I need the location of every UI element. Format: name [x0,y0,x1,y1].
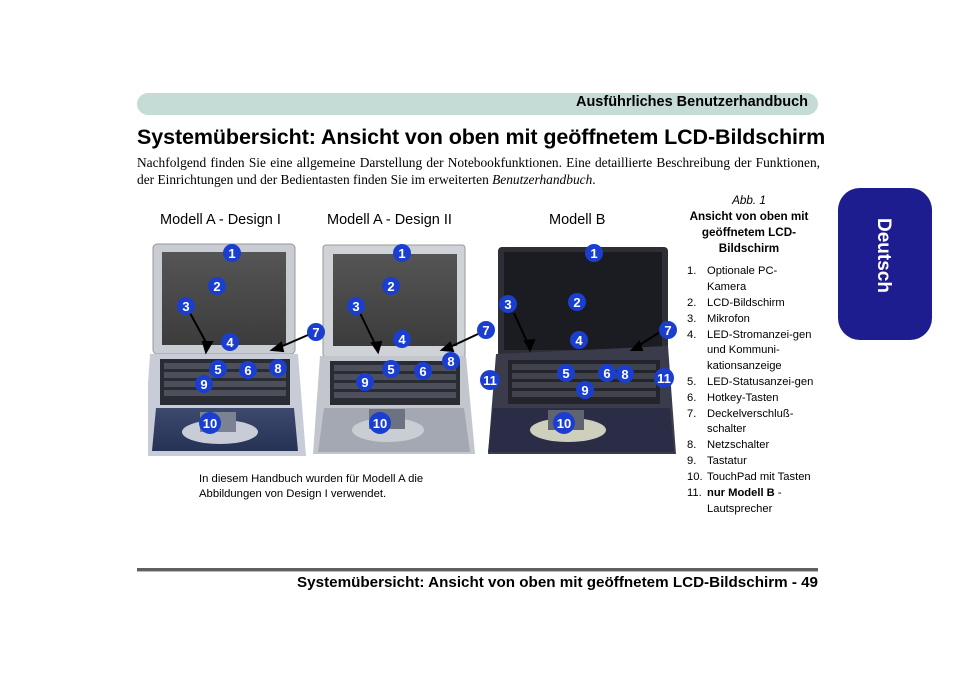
svg-text:4: 4 [575,333,583,348]
legend-text: Mikrofon [707,312,750,325]
laptop-figure: 1 2 3 4 7 5 6 8 9 10 1 2 3 4 7 8 5 6 9 1… [148,243,677,456]
svg-text:1: 1 [590,246,597,261]
svg-text:2: 2 [573,295,580,310]
svg-text:9: 9 [200,377,207,392]
svg-text:3: 3 [352,299,359,314]
legend-num: 5. [687,375,697,388]
legend-text: - Lautsprecher [707,487,782,515]
legend-item: 10. TouchPad mit Tasten [687,470,815,486]
svg-text:7: 7 [482,323,489,338]
svg-text:8: 8 [447,354,454,369]
svg-text:10: 10 [557,416,571,431]
legend-num: 3. [687,312,697,325]
legend-text: Deckelverschluß-schalter [707,407,794,436]
legend-num: 7. [687,407,697,420]
svg-text:6: 6 [244,363,251,378]
page-title: Systemübersicht: Ansicht von oben mit ge… [137,125,826,149]
svg-text:7: 7 [664,323,671,338]
svg-text:4: 4 [398,332,406,347]
legend-num: 9. [687,455,697,467]
legend-item: 2. LCD-Bildschirm [687,296,815,312]
svg-text:5: 5 [214,362,221,377]
legend-item: 4. LED-Stromanzei-gen und Kommuni-kations… [687,328,815,375]
legend-item: 7. Deckelverschluß-schalter [687,407,815,438]
footer-title: Systemübersicht: Ansicht von oben mit ge… [297,574,818,591]
svg-text:8: 8 [621,367,628,382]
svg-text:3: 3 [504,297,511,312]
intro-text: Nachfolgend finden Sie eine allgemeine D… [137,155,820,187]
legend-item: 11. nur Modell B - Lautsprecher [687,486,815,517]
side-tab-label: Deutsch [873,218,894,293]
svg-text:11: 11 [657,371,671,386]
legend-text: Tastatur [707,455,747,467]
svg-text:8: 8 [274,361,281,376]
svg-text:10: 10 [203,416,217,431]
language-side-tab: Deutsch [838,188,932,340]
svg-text:5: 5 [562,366,569,381]
intro-paragraph: Nachfolgend finden Sie eine allgemeine D… [137,154,820,188]
pointer-arrows [189,312,661,355]
legend-list: 1. Optionale PC-Kamera 2. LCD-Bildschirm 3… [687,264,815,518]
legend-num: 2. [687,296,697,309]
legend-num: 8. [687,439,697,451]
model-label-b: Modell B [549,212,606,228]
legend-text: LCD-Bildschirm [707,296,785,309]
svg-text:5: 5 [387,362,394,377]
svg-text:9: 9 [581,383,588,398]
legend-num: 4. [687,328,697,341]
legend-text-bold: nur Modell B [707,487,775,499]
legend-num: 1. [687,265,697,277]
badge-1-a1: 1 [228,246,235,261]
legend-num: 10. [687,471,703,483]
legend-text: Hotkey-Tasten [707,391,779,404]
header-title: Ausführliches Benutzerhandbuch [575,94,808,110]
laptop-model-a-design-1 [148,243,306,456]
svg-text:7: 7 [312,325,319,340]
legend-item: 8. Netzschalter [687,438,815,454]
svg-text:10: 10 [373,416,387,431]
svg-text:11: 11 [483,373,497,388]
svg-text:4: 4 [226,335,234,350]
laptop-model-b [488,247,676,454]
svg-text:6: 6 [419,364,426,379]
footer-rule [137,568,818,571]
legend-text: LED-Statusanzei-gen [707,375,814,388]
svg-text:9: 9 [361,375,368,390]
legend-item: 3. Mikrofon [687,312,815,328]
svg-text:3: 3 [182,299,189,314]
intro-italic: Benutzerhandbuch [492,172,593,187]
legend-num: 11. [687,487,702,499]
svg-text:2: 2 [387,279,394,294]
legend-text: TouchPad mit Tasten [707,471,811,483]
figure-number: Abb. 1 [732,194,766,207]
figure-caption: Abb. 1 Ansicht von oben mit geöffnetem L… [684,193,814,257]
header-bar: Ausführliches Benutzerhandbuch [137,93,818,115]
legend-item: 5. LED-Statusanzei-gen [687,375,815,391]
legend-item: 1. Optionale PC-Kamera [687,264,815,295]
model-label-a1: Modell A - Design I [160,212,281,228]
laptop-model-a-design-2 [313,244,475,454]
legend-text: Optionale PC-Kamera [707,265,778,293]
legend-num: 6. [687,391,697,404]
design-note: In diesem Handbuch wurden für Modell A d… [199,473,424,500]
svg-text:1: 1 [398,246,405,261]
legend-item: 9. Tastatur [687,454,815,470]
legend-text: Netzschalter [707,439,770,451]
model-label-a2: Modell A - Design II [327,212,452,228]
footer-rule-light [137,571,818,572]
intro-end: . [592,172,596,187]
callout-badges: 1 2 3 4 7 5 6 8 9 10 1 2 3 4 7 8 5 6 9 1… [177,244,677,434]
svg-text:2: 2 [213,279,220,294]
svg-text:6: 6 [603,366,610,381]
legend-item: 6. Hotkey-Tasten [687,391,815,407]
figure-title: Ansicht von oben mit geöffnetem LCD-Bild… [689,210,809,255]
legend-text: LED-Stromanzei-gen und Kommuni-kationsan… [707,328,812,372]
